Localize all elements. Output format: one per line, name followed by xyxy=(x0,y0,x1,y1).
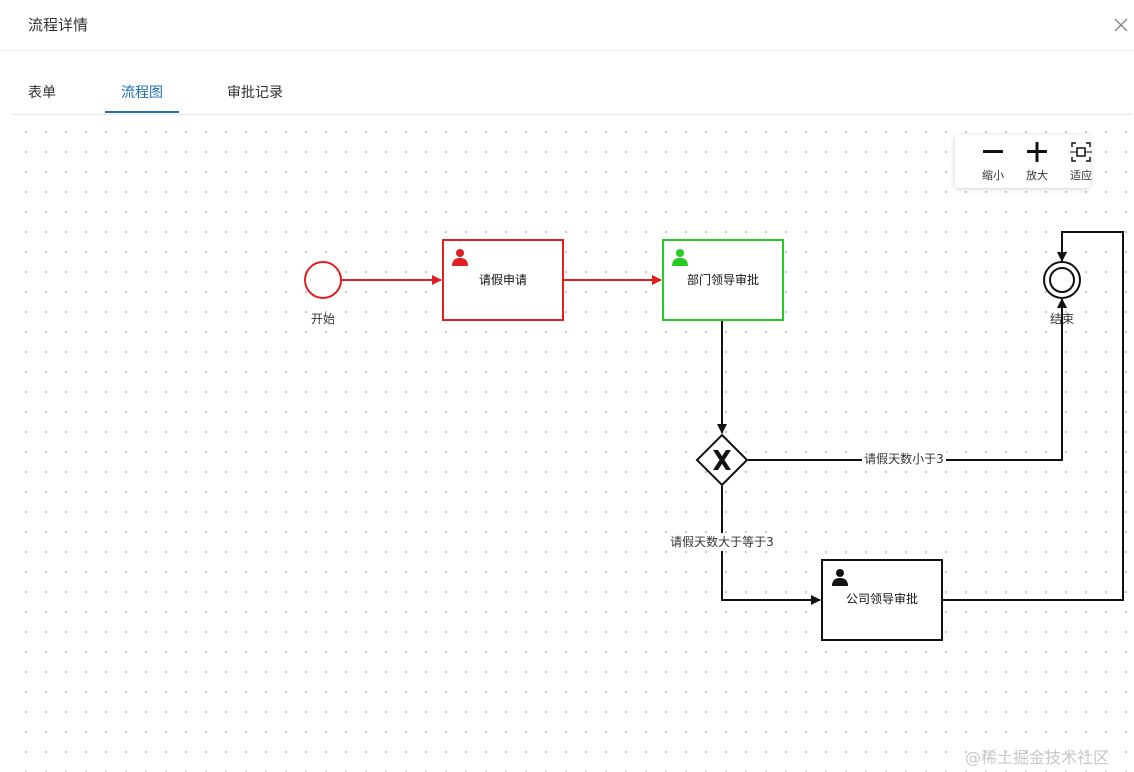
fit-screen-icon xyxy=(1070,142,1092,162)
flow-less-label: 请假天数小于3 xyxy=(864,451,944,466)
task-leave-application-label: 请假申请 xyxy=(479,273,527,287)
task-department-approval-label: 部门领导审批 xyxy=(687,272,759,287)
user-icon xyxy=(672,249,688,266)
tab-approval-records[interactable]: 审批记录 xyxy=(227,85,283,101)
flow-more-label: 请假天数大于等于3 xyxy=(670,534,774,549)
close-icon[interactable] xyxy=(1110,14,1132,36)
start-event[interactable] xyxy=(304,261,342,299)
zoom-out-label: 缩小 xyxy=(982,169,1004,182)
plus-icon xyxy=(1027,142,1047,162)
tab-flowchart[interactable]: 流程图 xyxy=(121,85,163,101)
minus-icon xyxy=(983,150,1003,153)
active-tab-indicator xyxy=(105,111,179,113)
end-event-label: 结束 xyxy=(1050,312,1074,326)
zoom-in-button[interactable]: 放大 xyxy=(1017,139,1057,185)
user-icon xyxy=(832,569,848,586)
exclusive-gateway[interactable] xyxy=(695,433,749,487)
zoom-toolbar: 缩小 放大 适应 xyxy=(955,135,1092,188)
flow-company-to-end[interactable] xyxy=(943,231,1124,601)
exclusive-gateway-x-icon xyxy=(713,450,731,470)
end-event[interactable] xyxy=(1043,261,1081,299)
watermark: @稀土掘金技术社区 xyxy=(965,748,1110,767)
dialog-header: 流程详情 xyxy=(0,0,1134,51)
flow-canvas[interactable] xyxy=(12,116,1134,772)
tab-form[interactable]: 表单 xyxy=(28,85,56,101)
task-department-approval[interactable]: 部门领导审批 xyxy=(662,239,784,321)
flow-gateway-to-end[interactable] xyxy=(748,298,1067,461)
flow-more-label-bg xyxy=(668,533,776,551)
task-leave-application[interactable]: 请假申请 xyxy=(442,239,564,321)
flow-gateway-to-company[interactable] xyxy=(721,486,821,605)
task-company-approval[interactable]: 公司领导审批 xyxy=(821,559,943,641)
fit-view-label: 适应 xyxy=(1070,169,1092,182)
flow-less-label-bg xyxy=(862,450,946,468)
tab-bar: 表单 流程图 审批记录 xyxy=(12,72,1132,115)
user-icon xyxy=(452,249,468,266)
start-event-label: 开始 xyxy=(311,312,335,326)
dialog-title: 流程详情 xyxy=(28,16,89,34)
zoom-in-label: 放大 xyxy=(1026,169,1048,182)
zoom-out-button[interactable]: 缩小 xyxy=(973,139,1013,185)
task-company-approval-label: 公司领导审批 xyxy=(846,591,918,606)
fit-view-button[interactable]: 适应 xyxy=(1061,139,1101,185)
